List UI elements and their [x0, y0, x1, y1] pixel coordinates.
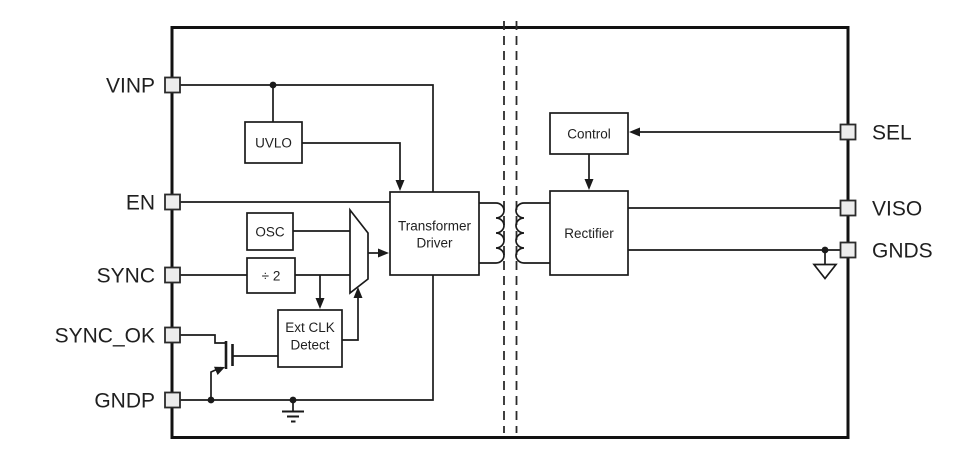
- primary-wires: [180, 81, 434, 404]
- pin-label-sync: SYNC: [97, 265, 155, 288]
- uvlo-block: [244, 121, 303, 164]
- ic-boundary: [170, 26, 850, 439]
- pin-vinp: [164, 76, 181, 94]
- pin-sel: [839, 123, 857, 141]
- wire-uvlo-out: [302, 142, 401, 181]
- arrowhead: [353, 287, 363, 298]
- pin-sync: [164, 266, 181, 284]
- pin-label-vinp: VINP: [106, 75, 155, 98]
- transformer-driver-block: [389, 191, 480, 276]
- wire-gndp: [180, 275, 434, 401]
- wire-extclk-select: [342, 297, 359, 341]
- pin-label-gndp: GNDP: [94, 390, 155, 413]
- arrowhead: [584, 179, 594, 190]
- mux-icon: [349, 207, 369, 295]
- transformer-icon: [479, 202, 550, 264]
- transformer-driver-label-line2: Driver: [417, 236, 454, 251]
- arrowhead: [378, 248, 389, 258]
- transformer-driver-label-line1: Transformer: [398, 219, 472, 234]
- secondary-wires: [584, 127, 840, 254]
- arrowhead: [395, 180, 405, 191]
- junction-dot: [207, 396, 215, 404]
- wire-sync-ok: [180, 334, 225, 344]
- pin-label-gnds: GNDS: [872, 240, 933, 263]
- rectifier-label: Rectifier: [564, 226, 614, 241]
- gnds-ground-icon: [812, 250, 838, 280]
- right-pins: [839, 123, 857, 259]
- ground-icon: [282, 400, 304, 423]
- arrowhead: [315, 298, 325, 309]
- transformer-primary-winding: [479, 202, 505, 264]
- ext-clk-label-line2: Detect: [290, 338, 329, 353]
- uvlo-label: UVLO: [255, 136, 292, 151]
- osc-block: [246, 212, 294, 251]
- pin-gnds: [839, 241, 857, 259]
- div2-block: [246, 257, 296, 294]
- div2-label: ÷ 2: [262, 269, 281, 284]
- pin-sync-ok: [164, 326, 181, 344]
- arrowhead: [629, 127, 640, 137]
- control-label: Control: [567, 127, 611, 142]
- pin-gndp: [164, 391, 181, 409]
- transformer-secondary-winding: [515, 202, 550, 264]
- wire-vinp: [180, 84, 434, 192]
- ext-clk-detect-block: [277, 309, 343, 368]
- osc-label: OSC: [255, 225, 285, 240]
- pin-label-sync-ok: SYNC_OK: [55, 325, 155, 348]
- pin-label-en: EN: [126, 192, 155, 215]
- isolation-barrier-icon: [503, 21, 518, 433]
- pin-en: [164, 193, 181, 211]
- pin-viso: [839, 199, 857, 217]
- left-pins: [164, 76, 181, 409]
- nmos-transistor-icon: [214, 341, 234, 375]
- pin-label-viso: VISO: [872, 198, 922, 221]
- junction-dot: [269, 81, 277, 89]
- ext-clk-label-line1: Ext CLK: [285, 320, 335, 335]
- rectifier-block: [549, 190, 629, 276]
- pin-label-sel: SEL: [872, 122, 912, 145]
- control-block: [549, 112, 629, 155]
